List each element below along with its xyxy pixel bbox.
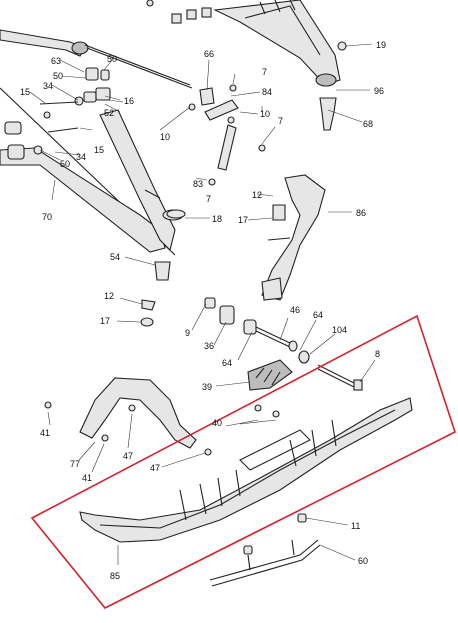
ski [79,397,413,543]
callout-34a: 34 [43,81,53,91]
callout-7b: 7 [278,116,283,126]
tie-rod-end [188,84,266,186]
callout-8: 8 [375,349,380,359]
callout-52: 52 [104,108,114,118]
callout-12b: 12 [104,291,114,301]
callout-11: 11 [351,521,360,531]
callout-66: 66 [204,49,214,59]
callout-50c: 50 [60,159,70,169]
callout-10b: 10 [260,109,270,119]
lower-a-arm [0,109,184,253]
callout-104: 104 [332,325,347,335]
callout-40: 40 [212,418,222,428]
callout-9: 9 [185,328,190,338]
callout-47a: 47 [123,451,133,461]
callout-16: 16 [124,96,134,106]
callout-84: 84 [262,87,272,97]
callout-41a: 41 [40,428,50,438]
callout-7c: 7 [206,194,211,204]
callout-39: 39 [202,382,212,392]
callout-70: 70 [42,212,52,222]
callout-83: 83 [193,179,203,189]
callout-7a: 7 [262,67,267,77]
callout-96: 96 [374,86,384,96]
callouts: 19 96 68 66 7 84 10 7 63 50 50 15 34 16 … [20,40,386,581]
ski-handle [44,377,212,456]
callout-36: 36 [204,341,214,351]
callout-12a: 12 [252,190,262,200]
callout-19: 19 [376,40,386,50]
upper-right-a-arm [213,0,341,87]
leader-lines [29,43,376,565]
top-fasteners [146,0,212,24]
callout-41b: 41 [82,473,92,483]
ski-leg [261,174,326,301]
callout-86: 86 [356,208,366,218]
callout-10a: 10 [160,132,170,142]
callout-50a: 50 [107,54,117,64]
callout-15b: 15 [94,145,104,155]
callout-50b: 50 [53,71,63,81]
callout-15a: 15 [20,87,30,97]
callout-60: 60 [358,556,368,566]
callout-18: 18 [212,214,222,224]
shock-rod [84,44,193,89]
wear-pad [247,359,293,391]
bushings-left [39,67,111,133]
callout-46: 46 [290,305,300,315]
callout-64b: 64 [222,358,232,368]
callout-17b: 17 [100,316,110,326]
callout-85: 85 [110,571,120,581]
highlight-box [30,314,456,610]
callout-17a: 17 [238,215,248,225]
callout-54: 54 [110,252,120,262]
callout-68: 68 [363,119,373,129]
callout-63: 63 [51,56,61,66]
callout-64a: 64 [313,310,323,320]
callout-34b: 34 [76,152,86,162]
ski-runner [209,513,321,587]
callout-47b: 47 [150,463,160,473]
callout-77: 77 [70,459,80,469]
axle-bushings [140,209,363,391]
